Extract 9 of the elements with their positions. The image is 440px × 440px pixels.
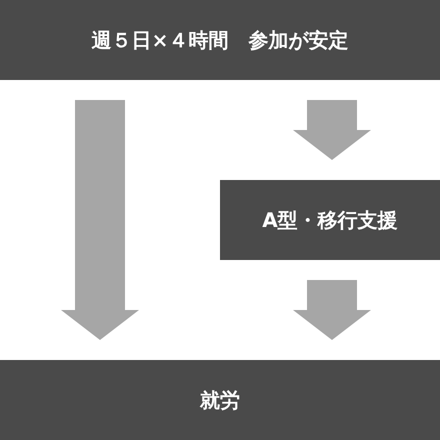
block-arrow [293, 100, 371, 160]
bar-text: A型・移行支援 [262, 207, 398, 234]
label-bar [0, 0, 440, 80]
bar-text: 就労 [200, 387, 240, 414]
block-arrow [61, 100, 139, 340]
block-arrow [293, 280, 371, 340]
label-bar [0, 360, 440, 440]
bar-text: 週５日×４時間 参加が安定 [92, 27, 348, 54]
label-bar [220, 180, 440, 260]
